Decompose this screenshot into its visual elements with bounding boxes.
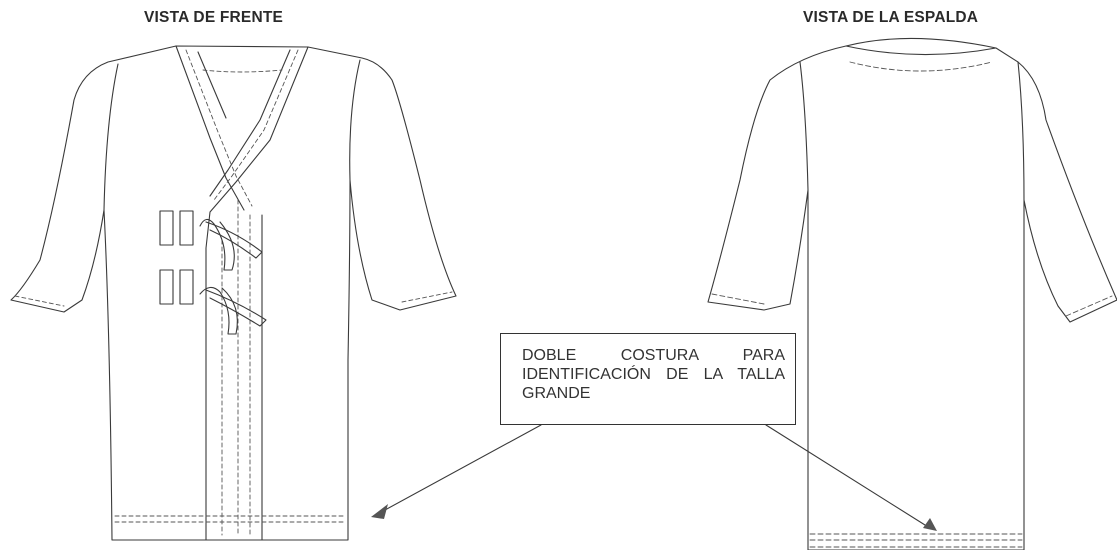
front-view-title: VISTA DE FRENTE — [144, 9, 284, 26]
front-view-garment — [10, 45, 457, 541]
arrow-head-front — [371, 504, 388, 519]
front-stitching — [14, 49, 453, 536]
tie-lower-a — [199, 286, 238, 335]
front-lapel-right-inner — [197, 51, 227, 119]
arrow-head-back — [923, 518, 937, 531]
tie-lower-b — [205, 289, 267, 327]
front-collar-stitch — [185, 49, 253, 207]
callout-text: DOBLE COSTURA PARA IDENTIFICACIÓN DE LA … — [522, 347, 785, 402]
front-lapel-left — [175, 45, 245, 211]
slot — [159, 210, 174, 246]
slot — [179, 210, 194, 246]
front-right-cuff-stitch — [401, 291, 453, 303]
front-left-cuff-stitch — [14, 295, 65, 307]
slot — [179, 269, 194, 305]
back-body-outline — [707, 37, 1117, 550]
tie-upper-b — [205, 221, 263, 259]
callout-arrows — [384, 424, 926, 526]
back-view-title: VISTA DE LA ESPALDA — [803, 9, 979, 26]
back-view-garment — [707, 37, 1117, 550]
front-ties — [199, 218, 267, 335]
back-right-armhole — [1017, 61, 1025, 201]
front-lapel-crossing — [205, 46, 309, 249]
back-stitching — [711, 61, 1113, 548]
tie-upper-a — [199, 218, 235, 271]
arrow-line-front — [384, 424, 542, 511]
back-right-cuff-stitch — [1065, 295, 1113, 317]
front-left-armhole — [103, 63, 119, 211]
front-slots — [159, 210, 194, 305]
back-neck-stitch — [849, 61, 993, 72]
back-neckline — [845, 45, 997, 56]
front-collar-stitch-2 — [213, 49, 299, 201]
arrow-line-back — [765, 424, 926, 526]
slot — [159, 269, 174, 305]
back-left-cuff-stitch — [711, 293, 765, 305]
front-lapel-right-outer — [209, 49, 291, 197]
front-neck-stitch — [202, 69, 283, 73]
front-right-armhole — [349, 59, 361, 181]
back-left-armhole — [799, 61, 809, 191]
callout-box: DOBLE COSTURA PARA IDENTIFICACIÓN DE LA … — [500, 333, 796, 425]
front-body-outline — [10, 45, 457, 541]
